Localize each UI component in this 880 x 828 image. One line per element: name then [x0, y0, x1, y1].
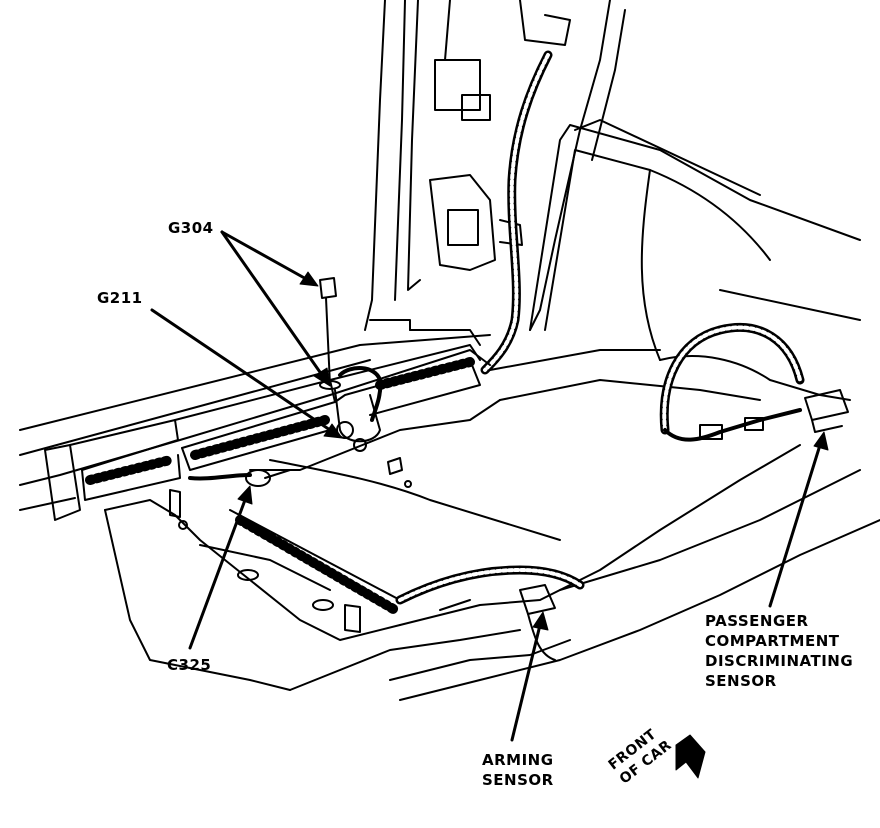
- connector-c325: [188, 469, 291, 487]
- label-arming-line-2: SENSOR: [482, 771, 554, 789]
- ground-bolt-g304: [319, 277, 341, 390]
- rear-wheelhouse: [529, 119, 861, 401]
- arrow-c325: [188, 498, 247, 650]
- label-c325-text: C325: [167, 656, 212, 674]
- front-of-car-arrow: [675, 734, 706, 779]
- label-c325: C325: [167, 655, 211, 675]
- leader-arrows: [150, 230, 829, 742]
- label-arming-line-1: ARMING: [482, 751, 554, 769]
- floor-pan: [104, 349, 880, 701]
- label-g211: G211: [97, 288, 143, 308]
- label-arming-sensor: ARMING SENSOR: [482, 750, 554, 790]
- arrow-passenger-sensor: [768, 443, 822, 608]
- label-pcds-line-4: SENSOR: [705, 672, 777, 690]
- door-pillar: [364, 0, 626, 331]
- arrow-g304-to-bolt: [220, 230, 310, 282]
- label-pcds-line-2: COMPARTMENT: [705, 632, 840, 650]
- floor-stud: [387, 457, 403, 475]
- arrow-arming-sensor: [510, 623, 542, 742]
- ground-point-g211: [334, 366, 383, 452]
- rocker-rail-assembly: [19, 319, 491, 521]
- sensor-wiring-harness: [659, 322, 849, 442]
- label-g304: G304: [168, 218, 214, 238]
- label-passenger-compartment-discriminating-sensor: PASSENGER COMPARTMENT DISCRIMINATING SEN…: [705, 611, 853, 691]
- label-g304-text: G304: [168, 219, 214, 237]
- floor-wiring-harness: [395, 565, 585, 661]
- arrow-g304-to-washer: [220, 230, 324, 377]
- label-pcds-line-3: DISCRIMINATING: [705, 652, 854, 670]
- label-pcds-line-1: PASSENGER: [705, 612, 809, 630]
- label-g211-text: G211: [97, 289, 143, 307]
- pillar-wiring-harness: [480, 50, 553, 375]
- arrow-g211: [150, 308, 332, 432]
